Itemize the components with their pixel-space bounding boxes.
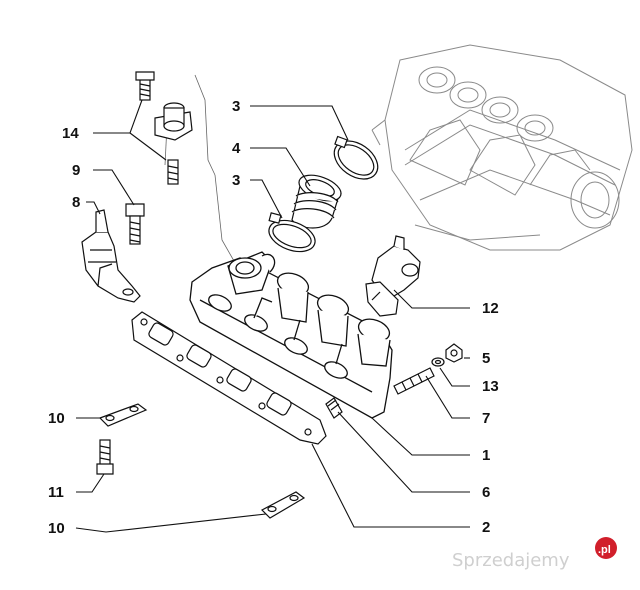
- callout-3-lower: 3: [232, 172, 240, 189]
- watermark-suffix: .pl: [598, 544, 611, 556]
- leader-lines: [75, 99, 470, 533]
- hose-clamp-lower: [268, 212, 316, 253]
- callout-8: 8: [72, 194, 80, 211]
- callout-14: 14: [62, 125, 79, 142]
- callout-10-upper: 10: [48, 410, 65, 427]
- stud-6: [325, 397, 343, 419]
- manifold-overview-sketch: [371, 44, 633, 251]
- callout-3-upper: 3: [232, 98, 240, 115]
- sensor-with-bolt: [135, 71, 193, 185]
- callout-13: 13: [482, 378, 499, 395]
- callout-11: 11: [48, 484, 64, 501]
- callout-5: 5: [482, 350, 490, 367]
- callout-4: 4: [232, 140, 241, 157]
- support-bracket: [81, 209, 141, 303]
- watermark: Sprzedajemy .pl: [452, 537, 617, 571]
- callout-6: 6: [482, 484, 490, 501]
- intake-manifold: [189, 251, 393, 419]
- rubber-hose: [291, 174, 342, 229]
- control-valve: [365, 235, 421, 317]
- watermark-text: Sprzedajemy: [452, 550, 570, 571]
- bolt-11: [96, 439, 114, 475]
- nut: [445, 343, 463, 363]
- callout-12: 12: [482, 300, 499, 317]
- callout-10-lower: 10: [48, 520, 65, 537]
- hose-clamp-upper: [333, 135, 379, 180]
- stud-7: [393, 367, 435, 395]
- callout-1: 1: [482, 447, 490, 464]
- manifold-gasket: [131, 311, 327, 445]
- callout-7: 7: [482, 410, 490, 427]
- washer: [431, 357, 445, 367]
- watermark-badge-icon: [595, 537, 617, 559]
- retaining-plate-lower: [261, 491, 306, 519]
- callout-labels: 14 9 8 3 4 3 12 5 13 7 1 6 2 10 11 10: [48, 98, 499, 537]
- callout-2: 2: [482, 519, 490, 536]
- retaining-plate-upper: [98, 403, 148, 427]
- bolt: [125, 203, 145, 245]
- callout-9: 9: [72, 162, 80, 179]
